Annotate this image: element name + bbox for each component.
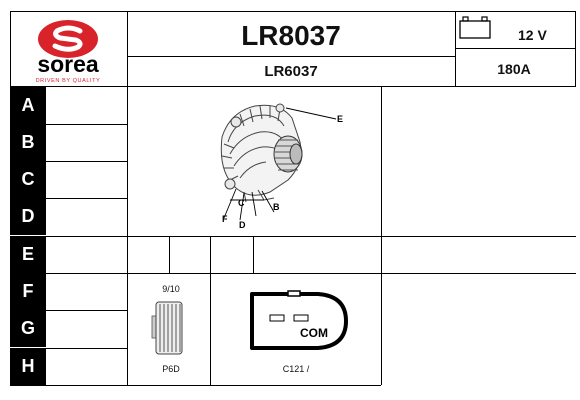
- diagram-label-d: D: [239, 220, 246, 230]
- diagram-label-e: E: [337, 114, 343, 124]
- connector-icon: COM: [248, 290, 350, 352]
- connector-label: COM: [300, 326, 328, 340]
- brand-name: sorea: [37, 51, 99, 77]
- row-label-c: C: [10, 161, 46, 198]
- alternator-diagram: E B C D F: [200, 92, 370, 232]
- row-label-h: H: [10, 348, 46, 385]
- voltage-value: 12 V: [518, 27, 547, 43]
- logo: sorea DRIVEN BY QUALITY: [10, 12, 127, 84]
- alt-part-number: LR6037: [264, 63, 318, 80]
- row-label-g: G: [10, 310, 46, 347]
- brand-tagline: DRIVEN BY QUALITY: [36, 78, 101, 84]
- diagram-label-b: B: [273, 202, 280, 212]
- part-number: LR8037: [241, 20, 341, 51]
- diagram-label-f: F: [222, 214, 228, 224]
- battery-icon: [458, 14, 492, 40]
- row-label-f: F: [10, 273, 46, 310]
- row-label-e: E: [10, 236, 46, 273]
- row-label-b: B: [10, 124, 46, 161]
- row-label-a: A: [10, 87, 46, 124]
- pulley-icon: [148, 298, 190, 358]
- amperage-value: 180A: [497, 61, 531, 77]
- connector-code: C121 /: [282, 364, 310, 374]
- row-label-d: D: [10, 198, 46, 235]
- sorea-logo-icon: sorea DRIVEN BY QUALITY: [36, 20, 101, 84]
- pulley-grooves: 9/10: [162, 284, 180, 294]
- diagram-label-c: C: [238, 198, 245, 208]
- alternator-icon: [220, 103, 303, 203]
- pulley-type: P6D: [162, 364, 180, 374]
